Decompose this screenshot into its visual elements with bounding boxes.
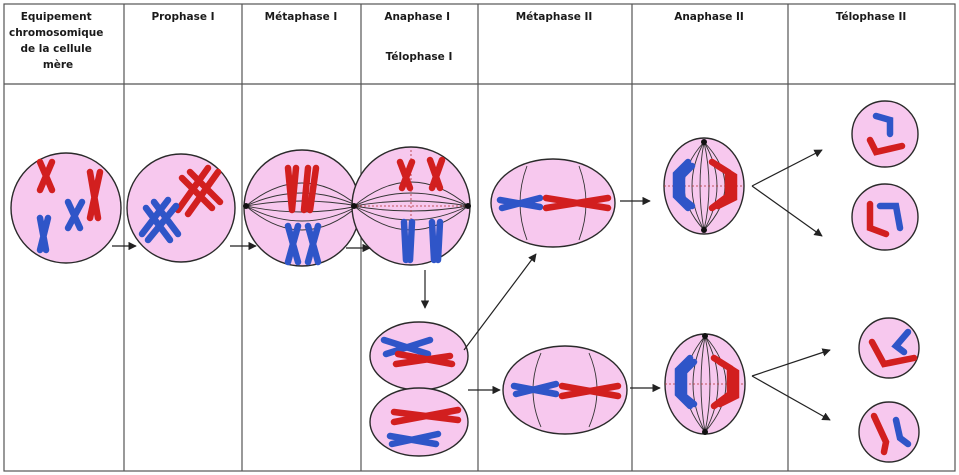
telophase-i-cells (370, 322, 468, 456)
arrow-to-telophase-ii-4 (752, 376, 830, 420)
header-col-0: Equipement chromosomique de la cellule m… (9, 11, 107, 71)
arrow-to-telophase-ii-1 (752, 150, 822, 186)
metaphase-i-cell (243, 150, 361, 266)
mother-cell (11, 153, 121, 263)
anaphase-ii-cell-bottom (665, 333, 745, 435)
header-col-2: Métaphase I (265, 11, 338, 23)
prophase-i-cell (127, 154, 235, 262)
arrow-to-telophase-ii-3 (752, 350, 830, 376)
metaphase-ii-cell-top (491, 159, 615, 247)
header-col-6: Télophase II (836, 11, 907, 23)
telophase-ii-cells (852, 101, 919, 462)
arrow-to-telophase-ii-2 (752, 186, 822, 236)
anaphase-ii-cell-top (664, 138, 744, 234)
header-col-1: Prophase I (151, 11, 214, 23)
column-headers: Equipement chromosomique de la cellule m… (9, 11, 906, 71)
anaphase-i-cell (351, 147, 471, 265)
header-col-4: Métaphase II (516, 11, 593, 23)
header-col-5: Anaphase II (674, 11, 744, 23)
metaphase-ii-cell-bottom (503, 346, 627, 434)
header-col-3: Anaphase I Télophase I (384, 11, 453, 63)
arrow-telophase-to-metaphase-ii-top (464, 254, 536, 350)
